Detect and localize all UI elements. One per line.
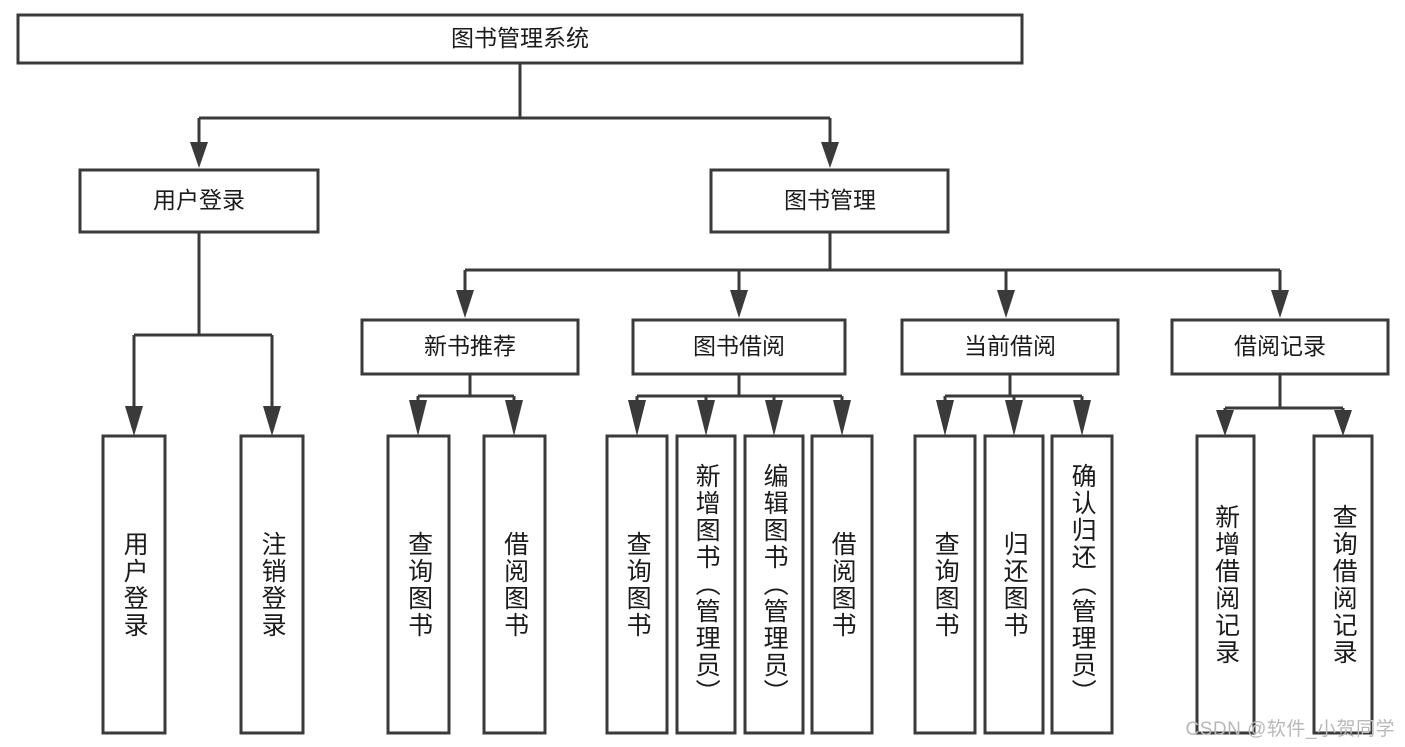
connector-group-borrowrecord-leaves [1216, 374, 1352, 436]
node-book-management-label: 图书管理 [784, 187, 876, 213]
arrow-head-bookborrow [730, 290, 748, 318]
leaf-box-edit-book[interactable] [743, 434, 805, 735]
connector-group-bookborrow-leaves [628, 374, 851, 436]
leaf-box-user-login[interactable] [101, 434, 167, 735]
leaf-box-query-book-1[interactable] [386, 434, 451, 735]
connector-group-userlogin-leaves [125, 232, 281, 436]
node-new-book-recommend-label: 新书推荐 [424, 333, 516, 359]
node-book-borrow-label: 图书借阅 [693, 333, 785, 359]
arrow-head-leaf-query-book-1 [409, 400, 427, 436]
leaf-box-confirm-return[interactable] [1050, 434, 1114, 735]
leaf-box-query-book-2[interactable] [605, 434, 669, 735]
arrow-head-leaf-borrow-book-1 [505, 400, 523, 436]
watermark-text: CSDN @软件_小贺同学 [1185, 719, 1395, 740]
arrow-head-leaf-return-book [1005, 400, 1023, 436]
node-new-book-recommend-box[interactable] [360, 318, 580, 376]
arrow-head-leaf-logout [263, 406, 281, 436]
arrow-head-leaf-query-record [1334, 410, 1352, 436]
arrow-head-leaf-edit-book [765, 400, 783, 436]
arrow-head-leaf-query-book-2 [628, 400, 646, 436]
node-root-label: 图书管理系统 [451, 25, 589, 51]
leaf-box-return-book[interactable] [983, 434, 1045, 735]
leaf-box-add-book[interactable] [675, 434, 737, 735]
arrow-head-bookmgmt [821, 142, 839, 168]
node-book-borrow-box[interactable] [631, 318, 847, 376]
connector-group-bookmgmt [456, 232, 1289, 318]
leaf-box-add-record[interactable] [1195, 434, 1256, 735]
arrow-head-leaf-borrow-book-2 [833, 400, 851, 436]
connector-group-root [190, 63, 839, 168]
node-current-borrow-box[interactable] [900, 318, 1120, 376]
arrow-head-borrowrecord [1271, 290, 1289, 318]
connector-group-currentborrow-leaves [936, 374, 1091, 436]
arrow-head-userlogin [190, 142, 208, 168]
arrow-head-leaf-confirm-return [1073, 400, 1091, 436]
leaf-box-query-book-3[interactable] [913, 434, 977, 735]
node-book-management-box[interactable] [709, 168, 950, 234]
leaf-box-logout[interactable] [239, 434, 305, 735]
leaf-box-borrow-book-1[interactable] [482, 434, 547, 735]
arrow-head-leaf-add-record [1216, 410, 1234, 436]
arrow-head-leaf-user-login [125, 406, 143, 436]
arrow-head-currentborrow [997, 290, 1015, 318]
node-user-login-box[interactable] [78, 168, 320, 234]
arrow-head-newbook [456, 290, 474, 318]
arrow-head-leaf-add-book [697, 400, 715, 436]
connector-group-newbook-leaves [409, 374, 523, 436]
node-borrow-record-label: 借阅记录 [1234, 333, 1326, 359]
node-user-login-label: 用户登录 [153, 187, 245, 213]
node-current-borrow-label: 当前借阅 [964, 333, 1056, 359]
arrow-head-leaf-query-book-3 [936, 400, 954, 436]
node-borrow-record-box[interactable] [1170, 318, 1390, 376]
leaf-box-query-record[interactable] [1312, 434, 1374, 735]
node-root-box[interactable] [16, 13, 1024, 65]
leaf-box-borrow-book-2[interactable] [810, 434, 874, 735]
